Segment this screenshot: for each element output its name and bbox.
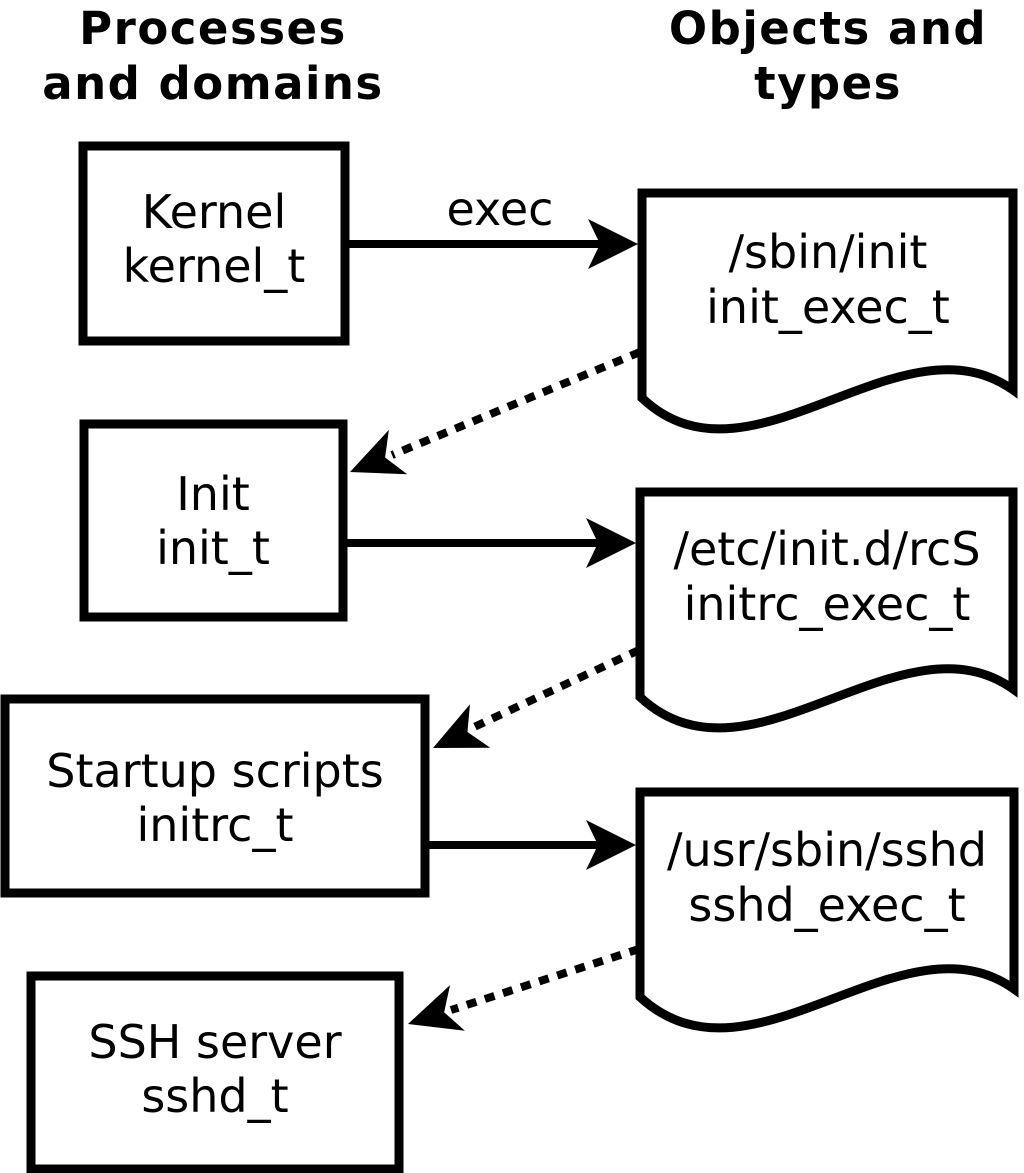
arrowhead-downleft-icon xyxy=(408,985,465,1031)
object-doc-usr-sbin-sshd xyxy=(635,787,1019,1033)
transition-arrow-sbin-init-to-init xyxy=(350,348,642,475)
object-node-etc-initd-rcs: /etc/init.d/rcS initrc_exec_t xyxy=(635,487,1018,733)
process-node-startup-scripts: Startup scripts initrc_t xyxy=(0,694,430,898)
arrowhead-right-icon xyxy=(586,820,636,870)
right-column-header-line2: types xyxy=(754,57,902,110)
exec-arrow-startup-scripts-to-usr-sbin-sshd xyxy=(427,820,636,870)
object-node-sbin-init: /sbin/init init_exec_t xyxy=(637,188,1018,434)
transition-arrow-etc-initd-rcs-to-startup-scripts xyxy=(433,646,641,748)
object-doc-etc-initd-rcs xyxy=(635,487,1018,733)
object-usr-sbin-sshd-path: /usr/sbin/sshd xyxy=(667,823,987,877)
process-box-startup-scripts xyxy=(0,694,430,898)
process-box-ssh-server xyxy=(26,971,404,1173)
process-node-ssh-server: SSH server sshd_t xyxy=(26,971,404,1173)
arrowhead-downleft-icon xyxy=(433,704,491,748)
object-sbin-init-path: /sbin/init xyxy=(729,225,928,279)
arrowhead-right-icon xyxy=(588,219,638,269)
process-startup-scripts-label: Startup scripts xyxy=(46,744,384,798)
process-ssh-server-label: SSH server xyxy=(88,1015,341,1069)
process-kernel-type: kernel_t xyxy=(123,239,306,293)
process-node-kernel: Kernel kernel_t xyxy=(78,141,350,346)
exec-arrow-init-to-etc-initd-rcs xyxy=(347,518,636,568)
left-column-header-line2: and domains xyxy=(42,57,383,110)
transition-arrow-usr-sbin-sshd-to-ssh-server xyxy=(408,945,641,1031)
transition-arrow-line-3 xyxy=(449,945,641,1014)
object-doc-sbin-init xyxy=(637,188,1018,434)
arrowhead-downleft-icon xyxy=(350,429,408,475)
right-column-header-line1: Objects and xyxy=(669,2,987,55)
exec-arrow-label: exec xyxy=(447,182,554,236)
process-box-init xyxy=(79,419,348,622)
object-usr-sbin-sshd-type: sshd_exec_t xyxy=(688,878,965,932)
transition-arrow-line-1 xyxy=(390,348,642,459)
process-box-kernel xyxy=(78,141,350,346)
arrowhead-right-icon xyxy=(586,518,636,568)
process-node-init: Init init_t xyxy=(79,419,348,622)
object-etc-initd-rcs-type: initrc_exec_t xyxy=(684,577,971,631)
left-column-header-line1: Processes xyxy=(79,2,347,55)
object-sbin-init-type: init_exec_t xyxy=(706,280,950,334)
process-init-type: init_t xyxy=(156,521,270,575)
process-startup-scripts-type: initrc_t xyxy=(137,798,294,852)
process-ssh-server-type: sshd_t xyxy=(141,1069,288,1123)
column-headers: Processes and domains Objects and types xyxy=(42,2,987,110)
process-init-label: Init xyxy=(176,467,250,521)
process-kernel-label: Kernel xyxy=(142,185,287,239)
exec-arrow-kernel-to-sbin-init: exec xyxy=(349,182,638,269)
object-node-usr-sbin-sshd: /usr/sbin/sshd sshd_exec_t xyxy=(635,787,1019,1033)
object-etc-initd-rcs-path: /etc/init.d/rcS xyxy=(673,522,980,576)
transition-arrow-line-2 xyxy=(470,646,641,732)
